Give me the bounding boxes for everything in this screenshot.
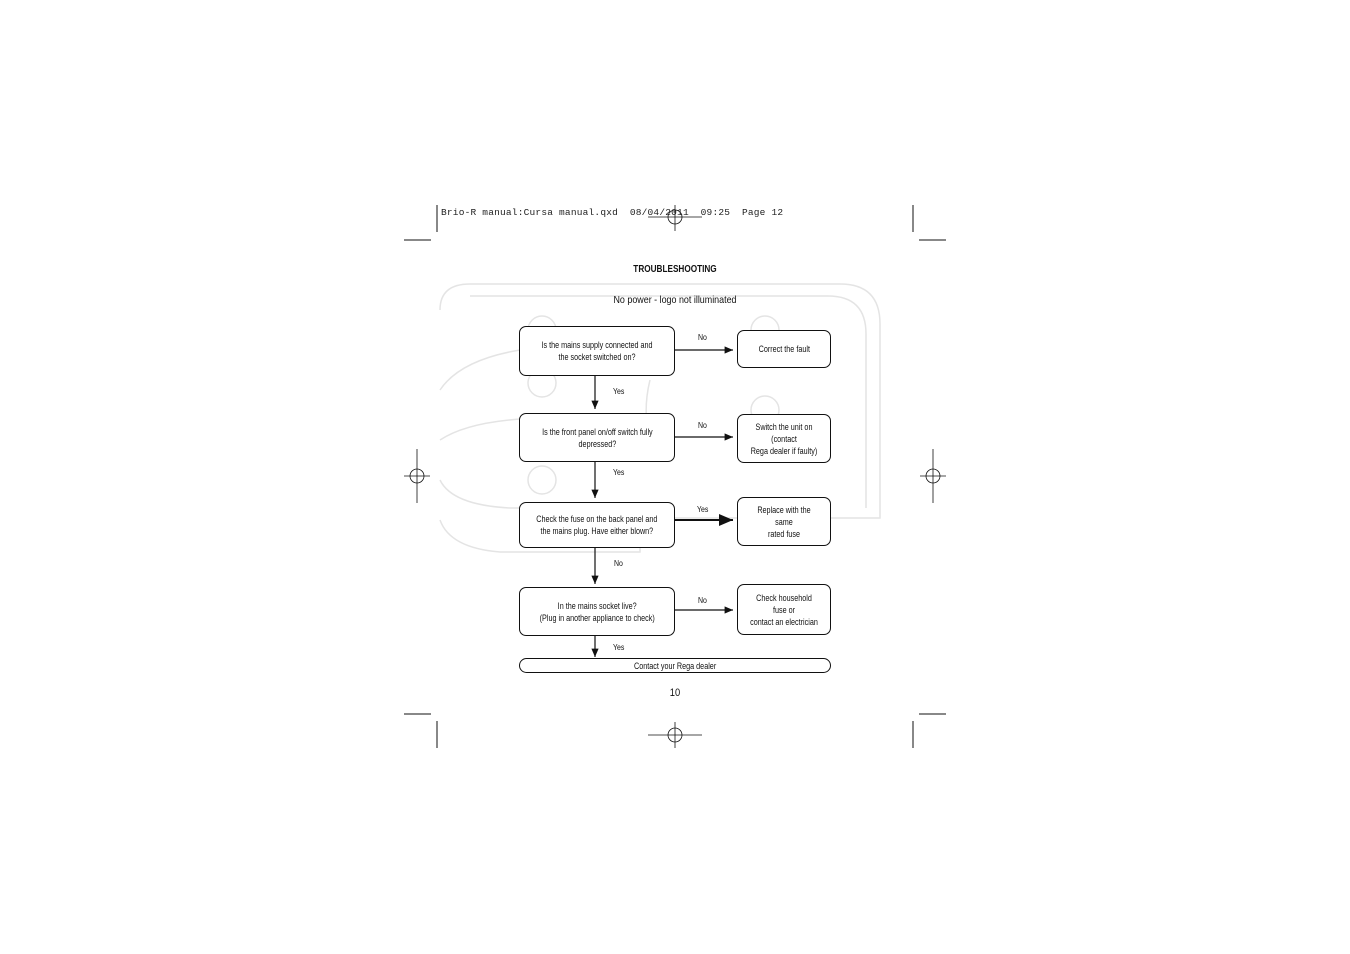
edge-label-q2-down: Yes — [613, 467, 625, 477]
node-final: Contact your Rega dealer — [519, 658, 831, 673]
node-a1-text: Correct the fault — [758, 344, 810, 354]
node-a4-text: Check household fuse or contact an elect… — [750, 592, 818, 627]
node-q4: In the mains socket live? (Plug in anoth… — [519, 587, 675, 636]
node-q3: Check the fuse on the back panel and the… — [519, 502, 675, 548]
edge-label-q3-down: No — [614, 558, 623, 568]
flowchart-title: No power - logo not illuminated — [613, 294, 737, 306]
edge-label-q1-down: Yes — [613, 386, 625, 396]
node-a2-text: Switch the unit on (contact Rega dealer … — [750, 421, 818, 456]
edge-label-q3-right: Yes — [697, 504, 709, 514]
node-a1: Correct the fault — [737, 330, 831, 368]
node-q3-text: Check the fuse on the back panel and the… — [536, 514, 658, 536]
node-a2: Switch the unit on (contact Rega dealer … — [737, 414, 831, 463]
node-q2: Is the front panel on/off switch fully d… — [519, 413, 675, 462]
node-a4: Check household fuse or contact an elect… — [737, 584, 831, 635]
node-a3-text: Replace with the same rated fuse — [757, 504, 811, 539]
flow-arrows — [591, 346, 733, 657]
node-q1-text: Is the mains supply connected and the so… — [541, 340, 653, 362]
edge-label-q2-right: No — [698, 420, 707, 430]
edge-label-q4-right: No — [698, 595, 707, 605]
node-q2-text: Is the front panel on/off switch fully d… — [541, 426, 653, 449]
node-q1: Is the mains supply connected and the so… — [519, 326, 675, 376]
print-slug: Brio-R manual:Cursa manual.qxd 08/04/201… — [441, 207, 784, 218]
registration-marks — [404, 205, 946, 748]
node-final-text: Contact your Rega dealer — [633, 660, 717, 671]
edge-label-q1-right: No — [698, 332, 707, 342]
node-a3: Replace with the same rated fuse — [737, 497, 831, 546]
page-number: 10 — [669, 687, 681, 699]
edge-label-q4-down: Yes — [613, 642, 625, 652]
page-heading: TROUBLESHOOTING — [633, 264, 717, 275]
node-q4-text: In the mains socket live? (Plug in anoth… — [539, 600, 655, 623]
crop-marks — [404, 205, 946, 748]
